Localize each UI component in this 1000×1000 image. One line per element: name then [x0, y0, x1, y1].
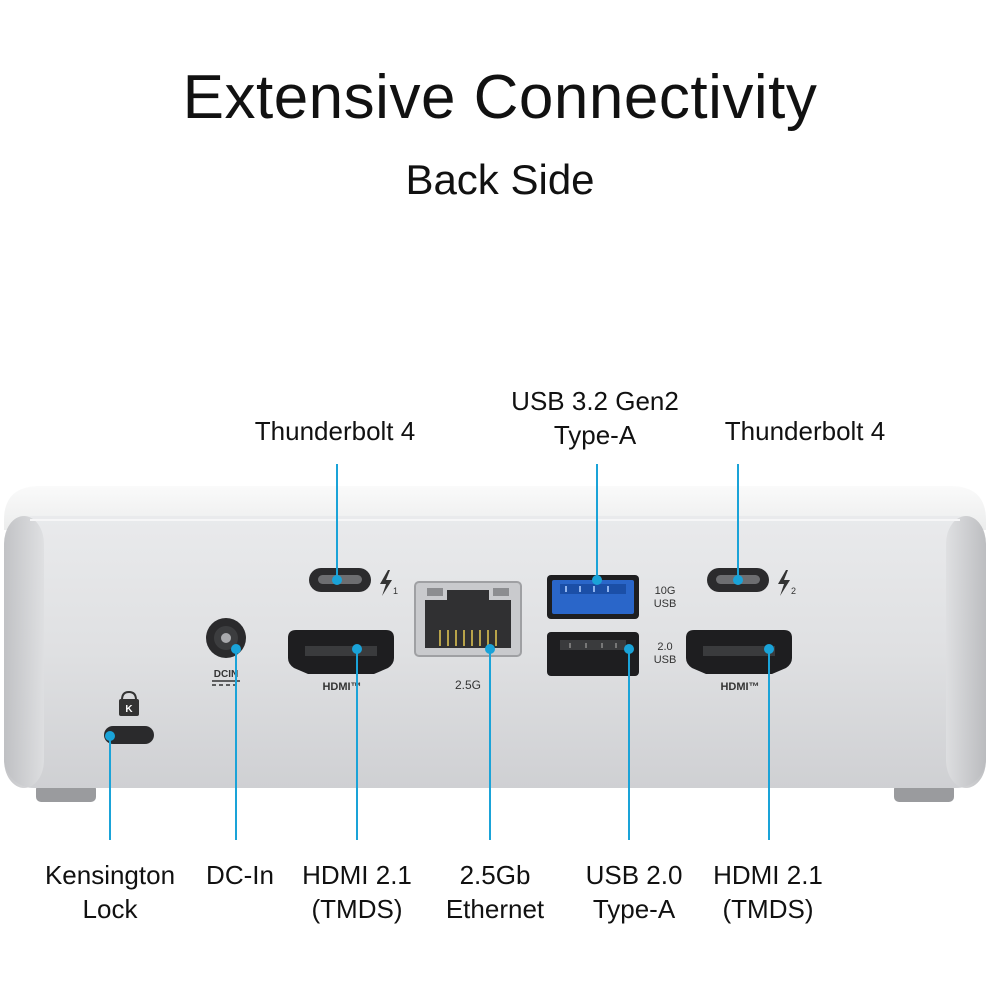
page-subtitle: Back Side: [405, 156, 595, 203]
lock-icon: K: [119, 690, 139, 716]
foot-right: [894, 784, 954, 802]
svg-text:USB: USB: [654, 598, 677, 610]
svg-text:2.0: 2.0: [657, 641, 672, 653]
foot-left: [36, 784, 96, 802]
label-hdmi-left: HDMI 2.1 (TMDS): [302, 860, 412, 924]
hdmi-logo-left: HDMI™: [322, 681, 361, 693]
label-thunderbolt-right: Thunderbolt 4: [724, 416, 886, 446]
svg-text:10G: 10G: [655, 585, 676, 597]
svg-text:2: 2: [791, 586, 796, 596]
page-title: Extensive Connectivity: [182, 63, 818, 132]
ethernet-speed-print: 2.5G: [455, 678, 481, 692]
usb20-port: [547, 632, 639, 676]
hdmi-logo-right: HDMI™: [720, 681, 759, 693]
svg-text:USB: USB: [654, 654, 677, 666]
svg-text:DCIN: DCIN: [214, 669, 238, 680]
thunderbolt-icon-right: [778, 570, 790, 596]
svg-text:K: K: [125, 704, 133, 715]
svg-text:1: 1: [393, 586, 398, 596]
label-dc-in: DC-In: [206, 860, 274, 890]
label-ethernet: 2.5Gb Ethernet: [445, 860, 545, 924]
label-thunderbolt-left: Thunderbolt 4: [254, 416, 416, 446]
ethernet-port: [425, 590, 511, 648]
label-kensington-lock: Kensington Lock: [44, 860, 176, 924]
thunderbolt-icon-left: [380, 570, 392, 596]
chassis-right-edge: [946, 516, 986, 788]
label-hdmi-right: HDMI 2.1 (TMDS): [713, 860, 823, 924]
chassis-left-edge: [4, 516, 44, 788]
kensington-slot: [104, 726, 154, 744]
label-usb20: USB 2.0 Type-A: [585, 860, 683, 924]
label-usb32-gen2: USB 3.2 Gen2 Type-A: [511, 386, 679, 450]
